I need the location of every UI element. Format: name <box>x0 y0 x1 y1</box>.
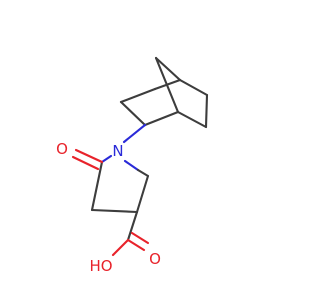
carboxylic-acid-group <box>111 210 150 257</box>
ketone-oxygen-label: O <box>56 140 68 158</box>
bond-c1-c6 <box>176 110 208 129</box>
hydroxyl-label: HO <box>89 257 112 275</box>
bond-c5-o-double-a <box>74 148 104 164</box>
ketone-group <box>71 148 104 171</box>
bond-c2-c1 <box>143 110 180 127</box>
bond-c5-o-double-b <box>71 155 100 171</box>
bond-bridge-c1 <box>154 56 180 114</box>
nitrogen-label: N <box>112 142 123 160</box>
bond-c3-cooh <box>126 210 139 242</box>
bond-c5-c4 <box>178 78 209 97</box>
bond-c3-ch2 <box>135 174 150 214</box>
bond-c2-n <box>122 123 147 144</box>
bond-c2-c3 <box>119 100 147 127</box>
bond-c5-c4 <box>90 160 104 212</box>
bond-c6-c5 <box>204 93 209 129</box>
bond-cooh-o-double-a <box>126 238 146 252</box>
pyrrolidinone-ring <box>90 123 150 214</box>
bond-c3-c4 <box>119 87 157 104</box>
bond-cooh-o-double-b <box>130 231 150 245</box>
bond-cooh-oh <box>111 238 130 257</box>
molecule-structure: N O O HO <box>56 56 209 275</box>
bond-ch2-c3 <box>136 168 150 178</box>
norbornane-ring <box>119 56 209 129</box>
bond-c4-bridge <box>154 56 182 82</box>
bond-n-c5 <box>100 154 113 164</box>
acid-carbonyl-oxygen-label: O <box>149 250 161 268</box>
bond-c4-c3 <box>90 208 139 214</box>
bond-n-ch2 <box>123 159 140 172</box>
